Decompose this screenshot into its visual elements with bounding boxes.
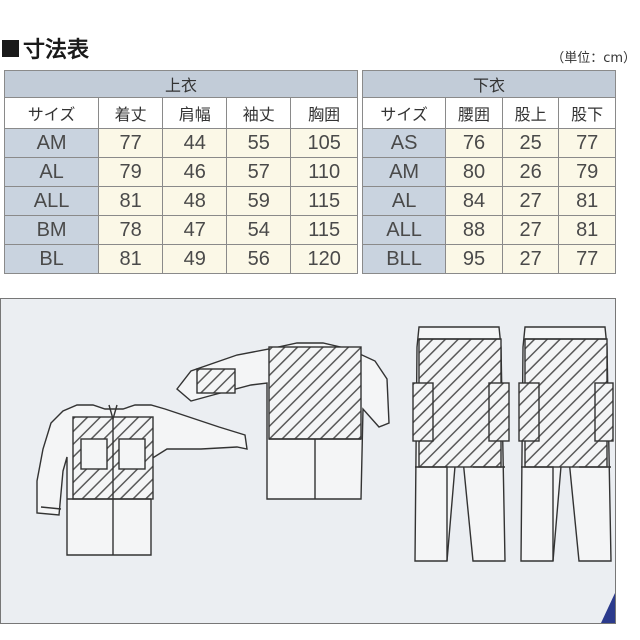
upper-size-table: 上衣 サイズ 着丈 肩幅 袖丈 胸囲 AM 77 44 55 105 AL 79… xyxy=(3,70,358,274)
table-cell: 79 xyxy=(98,157,164,187)
table-cell: 47 xyxy=(162,215,228,245)
size-cell: BLL xyxy=(361,244,447,274)
table-cell: 105 xyxy=(290,128,358,158)
size-cell: ALL xyxy=(361,215,447,245)
table-cell: 81 xyxy=(558,215,616,245)
table-row: AL 79 46 57 110 xyxy=(3,157,358,187)
table-cell: 77 xyxy=(558,128,616,158)
square-bullet-icon xyxy=(2,39,19,57)
table-row: ALL 88 27 81 xyxy=(361,215,616,245)
column-header: 袖丈 xyxy=(226,97,292,129)
pants-front-drawing xyxy=(412,326,510,562)
table-cell: 27 xyxy=(501,244,560,274)
table-cell: 120 xyxy=(290,244,358,274)
table-cell: 56 xyxy=(226,244,292,274)
garment-diagram-panel xyxy=(0,298,616,624)
table-row: BM 78 47 54 115 xyxy=(3,215,358,245)
table-row: BL 81 49 56 120 xyxy=(3,244,358,274)
table-cell: 80 xyxy=(445,157,503,187)
table-cell: 78 xyxy=(98,215,164,245)
table-row: AM 77 44 55 105 xyxy=(3,128,358,158)
table-cell: 44 xyxy=(162,128,228,158)
lower-size-table: 下衣 サイズ 腰囲 股上 股下 AS 76 25 77 AM 80 26 79 … xyxy=(361,70,616,274)
column-header: 着丈 xyxy=(98,97,164,129)
table-cell: 54 xyxy=(226,215,292,245)
size-cell: BM xyxy=(3,215,100,245)
column-header: サイズ xyxy=(361,97,447,129)
size-cell: AS xyxy=(361,128,447,158)
table-cell: 81 xyxy=(558,186,616,216)
size-cell: AM xyxy=(361,157,447,187)
table-cell: 55 xyxy=(226,128,292,158)
table-cell: 84 xyxy=(445,186,503,216)
page-title: 寸法表 xyxy=(2,32,89,64)
corner-accent xyxy=(601,593,615,623)
size-cell: AL xyxy=(3,157,100,187)
table-cell: 76 xyxy=(445,128,503,158)
table-cell: 46 xyxy=(162,157,228,187)
garment-diagram xyxy=(36,326,614,562)
table-cell: 48 xyxy=(162,186,228,216)
table-cell: 57 xyxy=(226,157,292,187)
jacket-front-drawing xyxy=(36,404,248,556)
table-cell: 95 xyxy=(445,244,503,274)
table-row: AL 84 27 81 xyxy=(361,186,616,216)
table-cell: 25 xyxy=(501,128,560,158)
table-row: AM 80 26 79 xyxy=(361,157,616,187)
table-cell: 77 xyxy=(98,128,164,158)
lower-group-header: 下衣 xyxy=(362,70,616,98)
table-row: ALL 81 48 59 115 xyxy=(3,186,358,216)
table-cell: 26 xyxy=(501,157,560,187)
table-cell: 27 xyxy=(501,215,560,245)
table-cell: 59 xyxy=(226,186,292,216)
table-cell: 115 xyxy=(290,186,358,216)
table-cell: 115 xyxy=(290,215,358,245)
upper-group-header: 上衣 xyxy=(4,70,358,98)
title-text: 寸法表 xyxy=(23,38,90,63)
column-header: 股上 xyxy=(501,97,560,129)
size-cell: ALL xyxy=(3,186,100,216)
size-cell: BL xyxy=(3,244,100,274)
table-cell: 49 xyxy=(162,244,228,274)
table-row: BLL 95 27 77 xyxy=(361,244,616,274)
table-row: AS 76 25 77 xyxy=(361,128,616,158)
table-cell: 81 xyxy=(98,244,164,274)
column-header: サイズ xyxy=(3,97,100,129)
table-cell: 81 xyxy=(98,186,164,216)
table-cell: 88 xyxy=(445,215,503,245)
table-cell: 27 xyxy=(501,186,560,216)
column-header: 胸囲 xyxy=(290,97,358,129)
column-header: 肩幅 xyxy=(162,97,228,129)
unit-label: （単位：cm） xyxy=(551,51,636,66)
jacket-back-drawing xyxy=(176,342,390,500)
size-cell: AL xyxy=(361,186,447,216)
table-cell: 110 xyxy=(290,157,358,187)
column-header: 腰囲 xyxy=(445,97,503,129)
table-cell: 79 xyxy=(558,157,616,187)
table-cell: 77 xyxy=(558,244,616,274)
column-header: 股下 xyxy=(558,97,616,129)
size-cell: AM xyxy=(3,128,100,158)
pants-back-drawing xyxy=(518,326,614,562)
